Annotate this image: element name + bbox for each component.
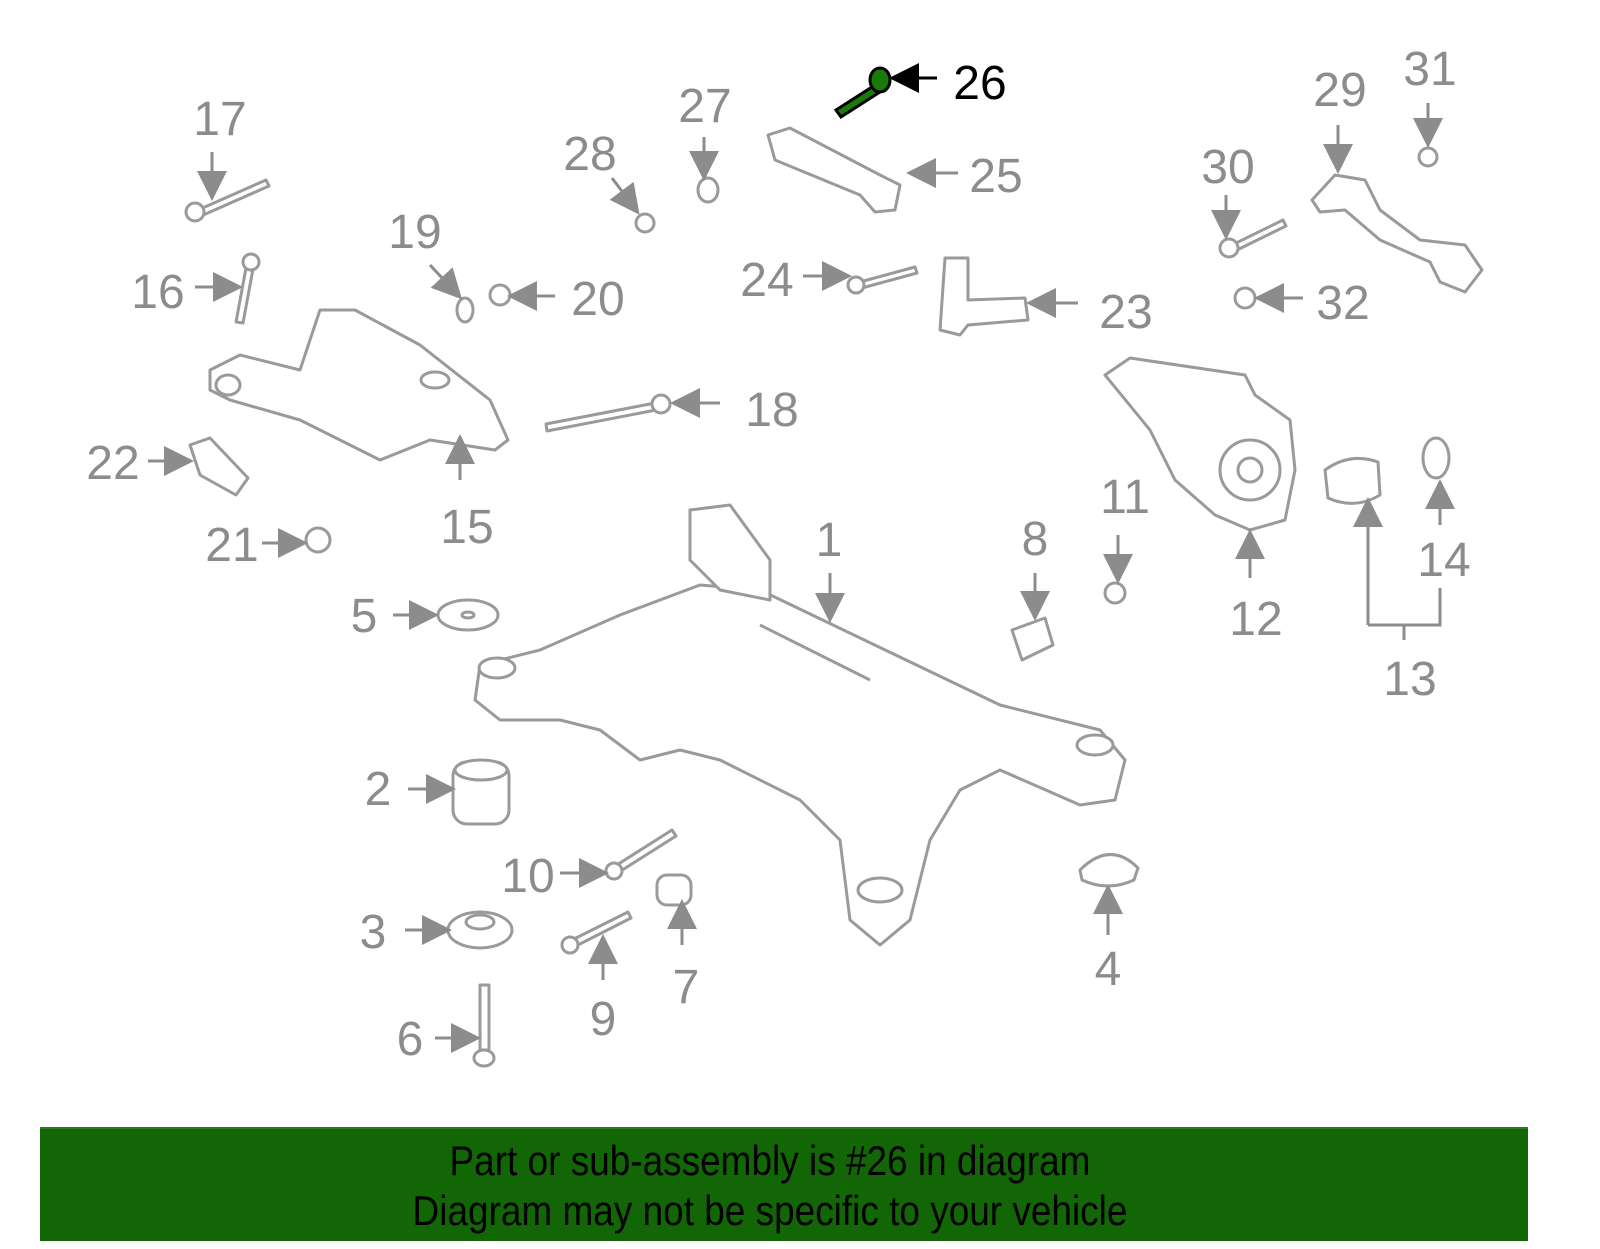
part-info-banner: Part or sub-assembly is #26 in diagram D… xyxy=(40,1127,1528,1241)
callout-17[interactable]: 17 xyxy=(193,93,246,146)
part-30-bolt[interactable] xyxy=(1218,218,1288,259)
part-20-nut[interactable] xyxy=(488,283,512,307)
part-11-nut[interactable] xyxy=(1103,581,1127,605)
part-32-nut[interactable] xyxy=(1233,286,1257,310)
part-7-bushing[interactable] xyxy=(655,873,693,907)
callout-4[interactable]: 4 xyxy=(1095,943,1122,996)
part-18-bolt[interactable] xyxy=(544,393,672,433)
part-24-bolt[interactable] xyxy=(846,265,919,295)
banner-line-part-number: Part or sub-assembly is #26 in diagram xyxy=(449,1137,1091,1184)
part-4-mount[interactable] xyxy=(1078,853,1140,888)
part-23-link[interactable] xyxy=(938,256,1030,337)
part-25-control-arm[interactable] xyxy=(766,126,902,214)
callout-14[interactable]: 14 xyxy=(1417,534,1470,587)
callout-22[interactable]: 22 xyxy=(86,437,139,490)
banner-line-disclaimer: Diagram may not be specific to your vehi… xyxy=(412,1187,1128,1234)
callout-31[interactable]: 31 xyxy=(1403,43,1456,96)
callout-11[interactable]: 11 xyxy=(1100,471,1150,524)
part-29-control-arm[interactable] xyxy=(1310,173,1484,294)
callout-5[interactable]: 5 xyxy=(351,590,378,643)
callout-2[interactable]: 2 xyxy=(365,763,392,816)
callout-30[interactable]: 30 xyxy=(1201,141,1254,194)
callout-15[interactable]: 15 xyxy=(440,501,493,554)
part-28-nut[interactable] xyxy=(634,212,656,234)
callout-labels: 1 2 3 4 5 6 7 8 9 10 11 12 13 14 15 16 1… xyxy=(86,43,1470,1066)
part-19-washer[interactable] xyxy=(455,296,475,324)
part-21-nut[interactable] xyxy=(304,526,332,554)
callout-6[interactable]: 6 xyxy=(397,1013,424,1066)
callout-8[interactable]: 8 xyxy=(1022,513,1049,566)
callout-18[interactable]: 18 xyxy=(745,384,798,437)
part-12-knuckle[interactable] xyxy=(1103,356,1297,532)
callout-32[interactable]: 32 xyxy=(1316,277,1369,330)
callout-9[interactable]: 9 xyxy=(590,993,617,1046)
part-14-ring[interactable] xyxy=(1421,436,1451,480)
part-2-bushing[interactable] xyxy=(451,758,511,826)
part-17-bolt[interactable] xyxy=(184,178,271,223)
part-13-bushing[interactable] xyxy=(1323,456,1382,505)
callout-16[interactable]: 16 xyxy=(131,266,184,319)
part-26-bolt-highlighted[interactable] xyxy=(833,66,892,120)
part-1-subframe[interactable] xyxy=(473,503,1127,947)
part-27-o-ring[interactable] xyxy=(696,176,720,204)
callout-29[interactable]: 29 xyxy=(1313,64,1366,117)
callout-25[interactable]: 25 xyxy=(969,150,1022,203)
callout-27[interactable]: 27 xyxy=(678,80,731,133)
part-6-bolt[interactable] xyxy=(472,983,496,1068)
part-10-bolt[interactable] xyxy=(604,828,678,881)
callout-12[interactable]: 12 xyxy=(1229,593,1282,646)
callout-1[interactable]: 1 xyxy=(816,514,843,567)
callout-7[interactable]: 7 xyxy=(673,961,700,1014)
callout-20[interactable]: 20 xyxy=(571,273,624,326)
part-15-control-arm[interactable] xyxy=(208,308,510,462)
callout-23[interactable]: 23 xyxy=(1099,286,1152,339)
part-5-washer[interactable] xyxy=(436,598,500,632)
callout-21[interactable]: 21 xyxy=(205,519,258,572)
part-8-bushing[interactable] xyxy=(1010,616,1055,662)
leader-arrows xyxy=(148,63,1455,1053)
part-16-bolt[interactable] xyxy=(234,252,261,325)
callout-24[interactable]: 24 xyxy=(740,254,793,307)
callout-10[interactable]: 10 xyxy=(501,850,554,903)
part-22-bracket[interactable] xyxy=(188,436,250,497)
part-31-nut[interactable] xyxy=(1417,146,1439,168)
part-9-bolt[interactable] xyxy=(560,910,633,955)
callout-28[interactable]: 28 xyxy=(563,128,616,181)
callout-13[interactable]: 13 xyxy=(1383,653,1436,706)
callout-19[interactable]: 19 xyxy=(388,206,441,259)
callout-3[interactable]: 3 xyxy=(360,906,387,959)
part-3-mount[interactable] xyxy=(446,910,514,950)
callout-26[interactable]: 26 xyxy=(953,57,1006,110)
